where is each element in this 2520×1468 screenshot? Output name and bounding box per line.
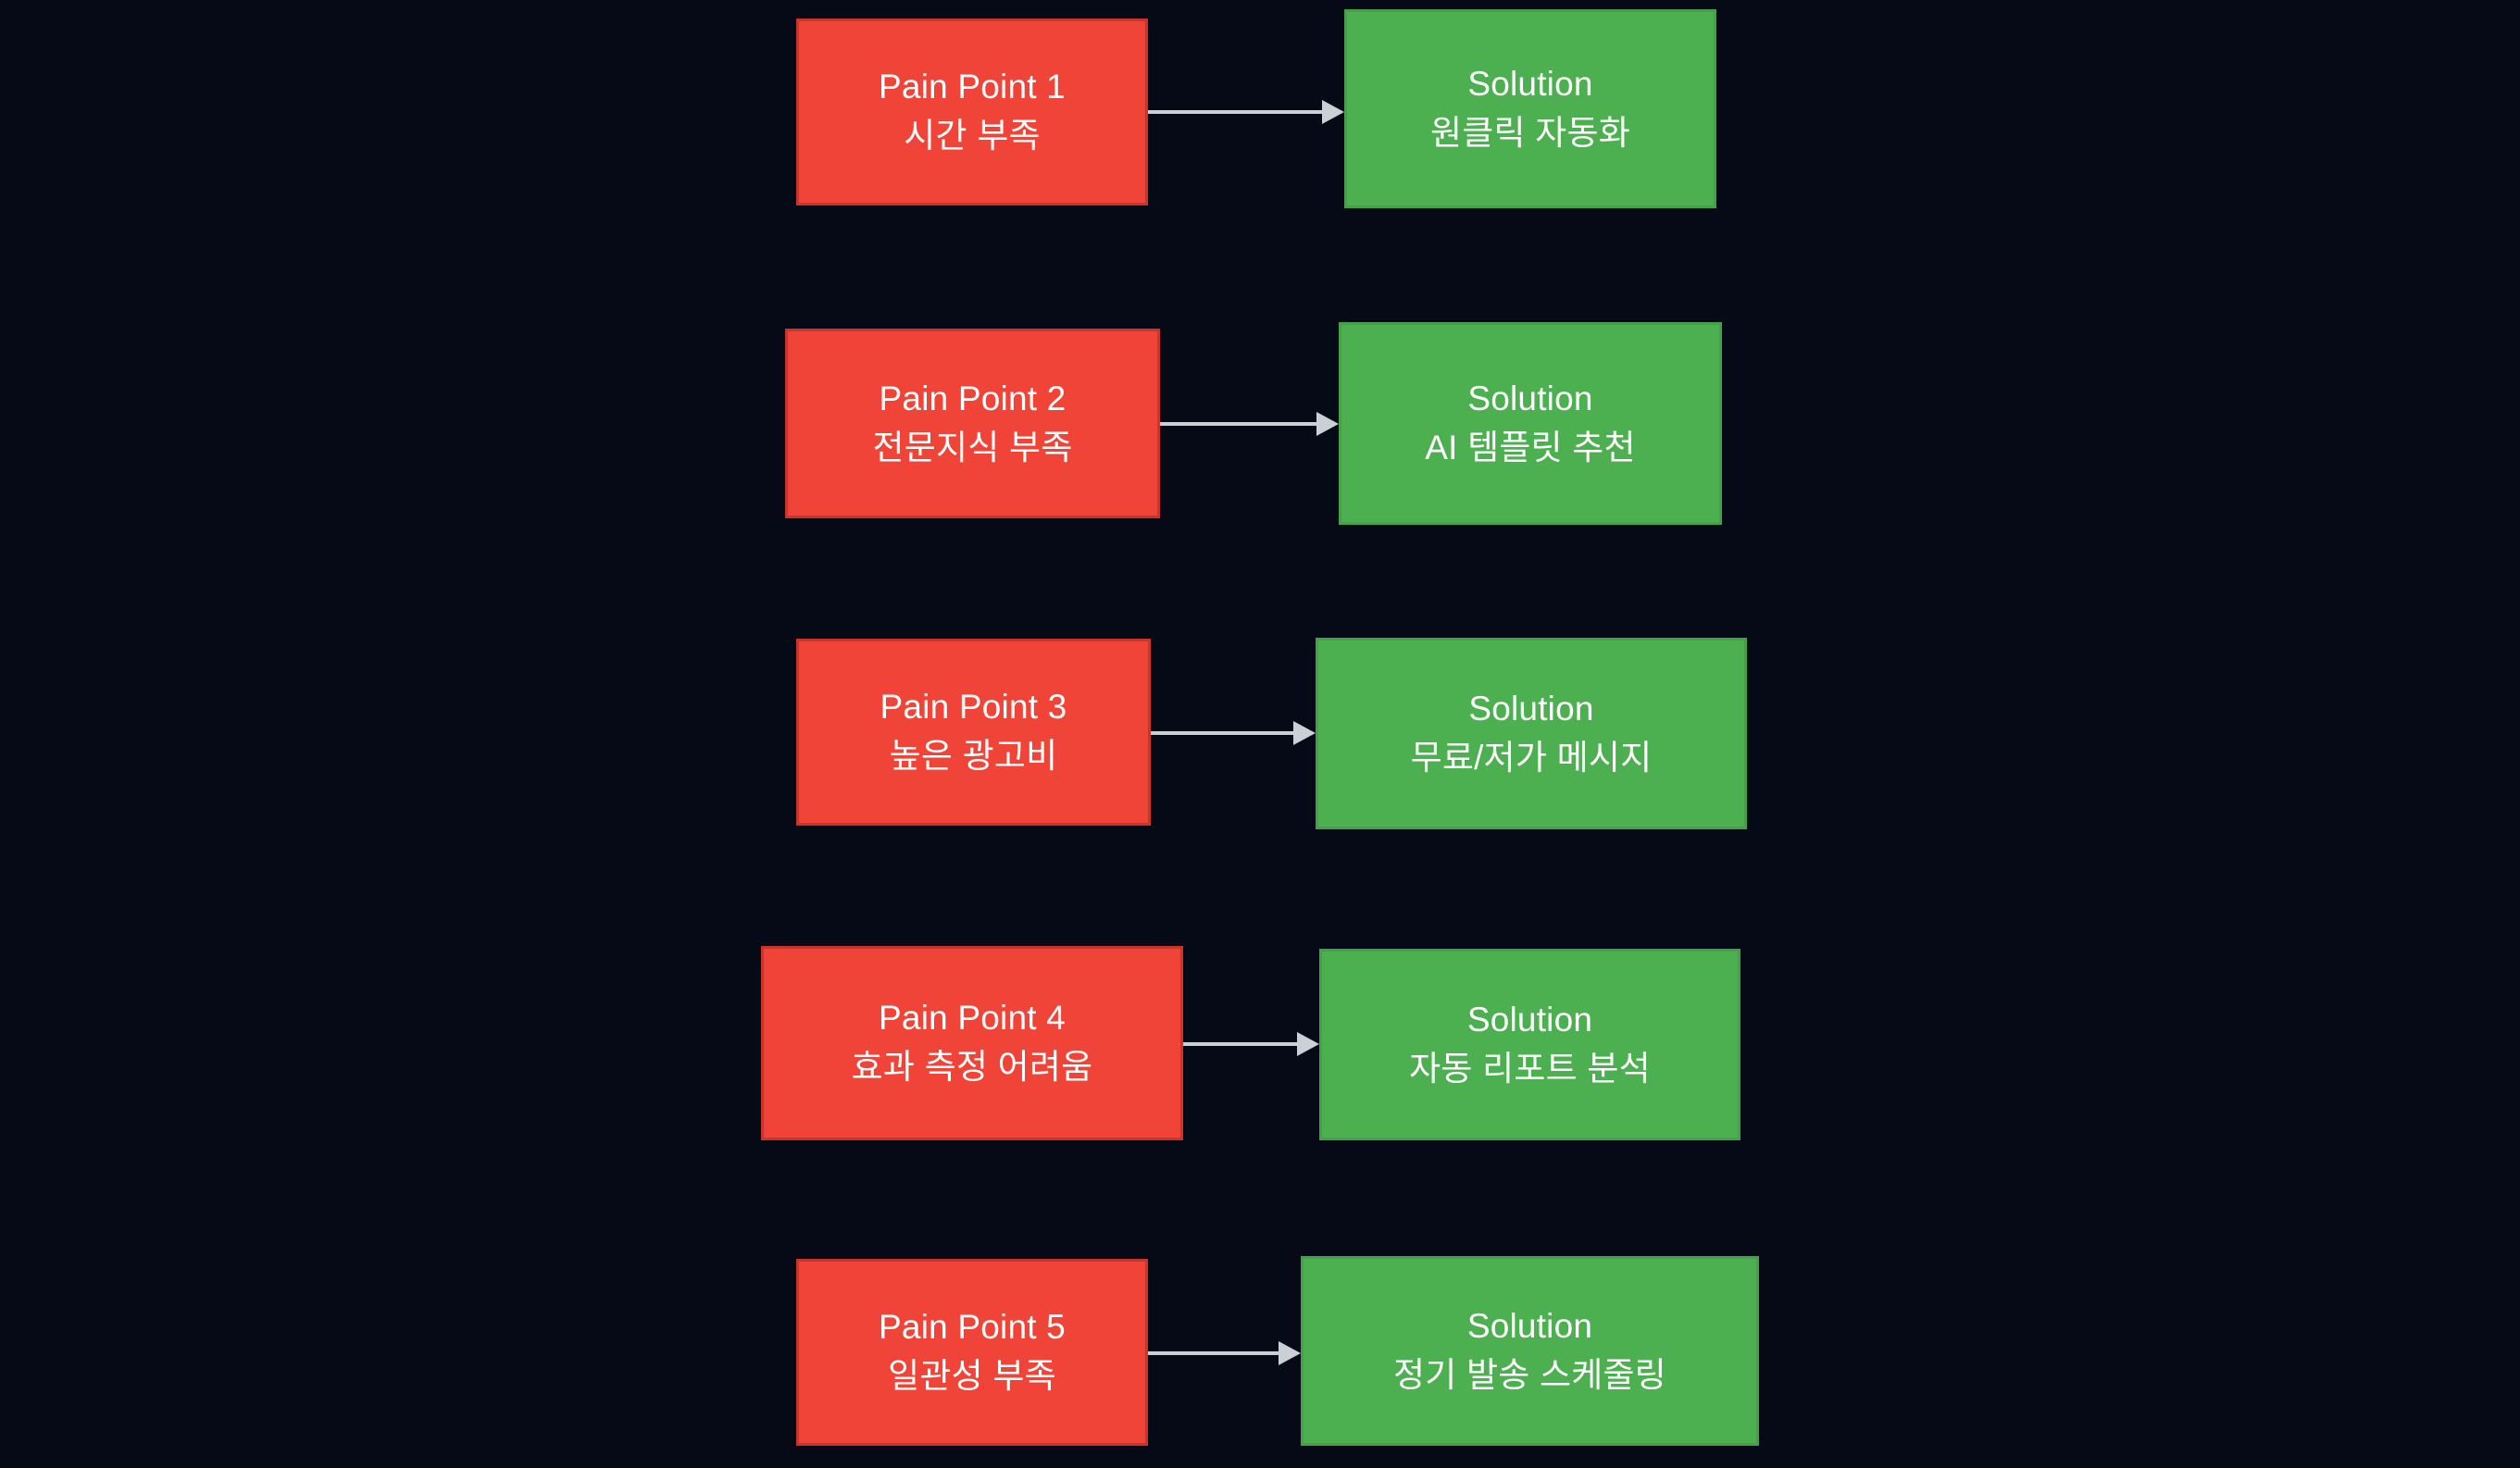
arrow-shaft-2: [1160, 422, 1318, 426]
solution-title-2: Solution: [1467, 379, 1593, 417]
solution-title-4: Solution: [1466, 1000, 1593, 1039]
solution-title-3: Solution: [1468, 689, 1594, 728]
solution-node-5[interactable]: Solution 정기 발송 스케줄링: [1301, 1256, 1759, 1446]
solution-title-1: Solution: [1467, 64, 1593, 103]
pain-point-title-5: Pain Point 5: [879, 1308, 1066, 1347]
pain-point-title-2: Pain Point 2: [879, 379, 1067, 417]
pain-point-node-1[interactable]: Pain Point 1 시간 부족: [796, 19, 1148, 205]
solution-node-3[interactable]: Solution 무료/저가 메시지: [1316, 638, 1747, 829]
pain-point-title-1: Pain Point 1: [879, 68, 1066, 106]
pain-point-title-4: Pain Point 4: [879, 999, 1066, 1038]
arrow-head-icon-4: [1297, 1032, 1319, 1056]
solution-node-1[interactable]: Solution 원클릭 자동화: [1344, 9, 1716, 208]
arrow-head-icon-2: [1316, 412, 1339, 436]
pain-point-node-2[interactable]: Pain Point 2 전문지식 부족: [785, 329, 1160, 518]
arrow-head-icon-3: [1293, 721, 1316, 745]
arrow-head-icon-5: [1279, 1341, 1301, 1365]
solution-detail-2: AI 템플릿 추천: [1425, 428, 1636, 467]
solution-detail-1: 원클릭 자동화: [1430, 113, 1630, 152]
solution-node-2[interactable]: Solution AI 템플릿 추천: [1339, 322, 1722, 525]
arrow-shaft-3: [1151, 731, 1295, 735]
pain-point-node-3[interactable]: Pain Point 3 높은 광고비: [796, 639, 1151, 826]
pain-point-detail-1: 시간 부족: [904, 117, 1041, 155]
solution-detail-4: 자동 리포트 분석: [1409, 1049, 1651, 1088]
solution-title-5: Solution: [1466, 1306, 1593, 1345]
pain-point-detail-4: 효과 측정 어려움: [851, 1048, 1093, 1086]
arrow-shaft-1: [1148, 110, 1324, 114]
pain-point-node-5[interactable]: Pain Point 5 일관성 부족: [796, 1259, 1148, 1446]
pain-point-detail-3: 높은 광고비: [889, 737, 1058, 775]
pain-point-node-4[interactable]: Pain Point 4 효과 측정 어려움: [761, 946, 1183, 1140]
arrow-head-icon-1: [1322, 100, 1344, 124]
arrow-shaft-4: [1183, 1042, 1299, 1046]
pain-point-detail-5: 일관성 부족: [888, 1357, 1056, 1395]
pain-point-detail-2: 전문지식 부족: [872, 428, 1073, 467]
pain-point-title-3: Pain Point 3: [880, 688, 1067, 727]
solution-detail-3: 무료/저가 메시지: [1410, 738, 1653, 777]
arrow-shaft-5: [1148, 1351, 1280, 1355]
solution-detail-5: 정기 발송 스케줄링: [1393, 1355, 1666, 1394]
solution-node-4[interactable]: Solution 자동 리포트 분석: [1319, 949, 1740, 1140]
